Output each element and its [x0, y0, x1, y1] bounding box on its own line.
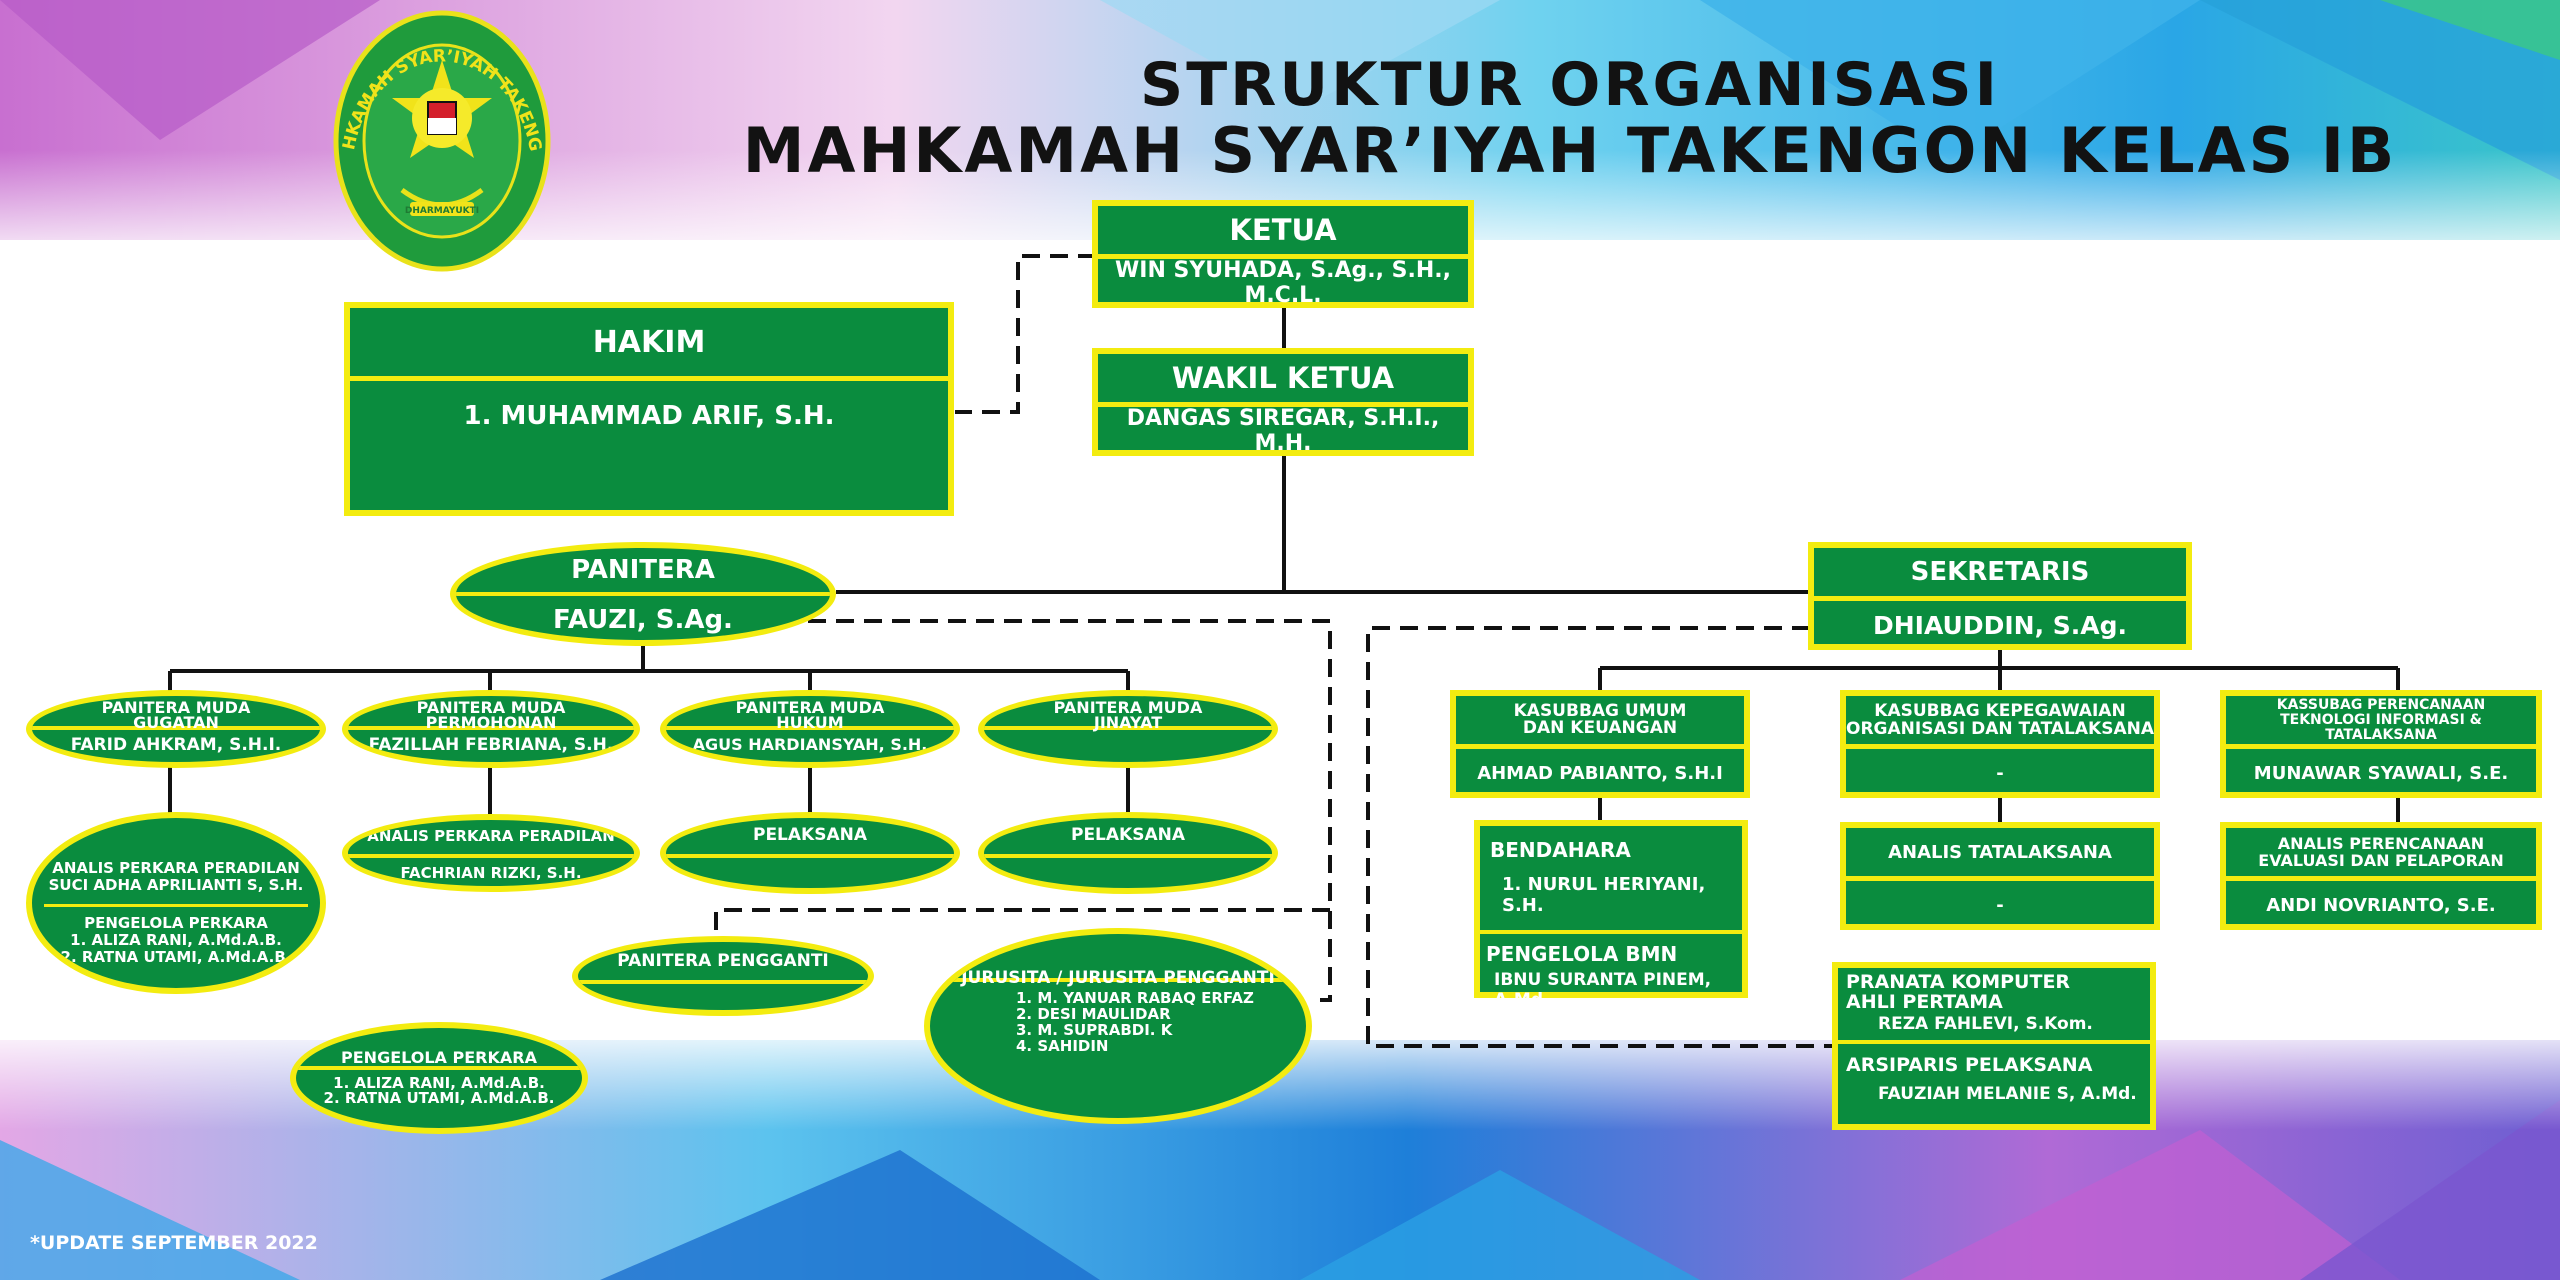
sekretaris-box: SEKRETARIS DHIAUDDIN, S.Ag. — [1808, 542, 2192, 650]
bendahara-name: 1. NURUL HERIYANI, S.H. — [1502, 874, 1706, 916]
kasubbag-perencanaan-name: MUNAWAR SYAWALI, S.E. — [2253, 762, 2509, 784]
panitera-pengganti-title: PANITERA PENGGANTI — [578, 942, 868, 984]
sekretaris-name: DHIAUDDIN, S.Ag. — [1872, 610, 2128, 640]
bendahara-box: BENDAHARA 1. NURUL HERIYANI, S.H. PENGEL… — [1474, 820, 1748, 1010]
jurusita-name-2: 2. DESI MAULIDAR — [1016, 1005, 1171, 1023]
pengelola-bmn-title: PENGELOLA BMN — [1486, 942, 1678, 966]
kasubbag-kepegawaian-name: - — [1996, 762, 2004, 784]
panitera-title: PANITERA — [456, 548, 830, 596]
pm-hukum-name: AGUS HARDIANSYAH, S.H. — [692, 735, 928, 754]
pranata-komputer-title: PRANATA KOMPUTER AHLI PERTAMA — [1846, 971, 2071, 1013]
wakil-ketua-title: WAKIL KETUA — [1098, 354, 1468, 407]
pm-permohonan-title: PANITERA MUDA PERMOHONAN — [348, 696, 634, 731]
hakim-box: HAKIM 1. MUHAMMAD ARIF, S.H. — [344, 302, 954, 516]
kasubbag-umum-name: AHMAD PABIANTO, S.H.I — [1477, 762, 1723, 784]
pranata-komputer-name: REZA FAHLEVI, S.Kom. — [1878, 1014, 2093, 1034]
kasubbag-perencanaan-box: KASSUBAG PERENCANAAN TEKNOLOGI INFORMASI… — [2220, 690, 2542, 798]
sekretaris-title: SEKRETARIS — [1814, 548, 2186, 601]
arsiparis-name: FAUZIAH MELANIE S, A.Md. — [1878, 1084, 2137, 1104]
jurusita-name-4: 4. SAHIDIN — [1016, 1037, 1109, 1055]
jurusita-name-1: 1. M. YANUAR RABAQ ERFAZ — [1016, 989, 1254, 1007]
pm-gugatan-oval: PANITERA MUDA GUGATAN FARID AHKRAM, S.H.… — [26, 690, 326, 768]
pm-gugatan-name: FARID AHKRAM, S.H.I. — [70, 735, 282, 755]
pengelola-perkara-name-1: 1. ALIZA RANI, A.Md.A.B. — [333, 1074, 545, 1092]
logo-motto: DHARMAYUKTI — [405, 206, 479, 216]
pengelola-perkara-title-1: PENGELOLA PERKARA — [84, 914, 268, 932]
analis-tatalaksana-title: ANALIS TATALAKSANA — [1846, 828, 2154, 881]
page-title-line-1: STRUKTUR ORGANISASI — [1140, 50, 2000, 120]
pm-jinayat-title: PANITERA MUDA JINAYAT — [984, 696, 1272, 731]
arsiparis-title: ARSIPARIS PELAKSANA — [1846, 1054, 2093, 1076]
pelaksana-hukum-title: PELAKSANA — [666, 818, 954, 858]
pm-jinayat-name — [984, 730, 1272, 760]
pm-permohonan-oval: PANITERA MUDA PERMOHONAN FAZILLAH FEBRIA… — [342, 690, 640, 768]
pm-gugatan-title: PANITERA MUDA GUGATAN — [32, 696, 320, 731]
panitera-name: FAUZI, S.Ag. — [553, 605, 733, 635]
ketua-title: KETUA — [1098, 206, 1468, 259]
pengelola-perkara-name-1a: 1. ALIZA RANI, A.Md.A.B. — [70, 931, 282, 949]
analis-perencanaan-name: ANDI NOVRIANTO, S.E. — [2266, 894, 2496, 916]
pengelola-bmn-name: IBNU SURANTA PINEM, A.Md. — [1494, 970, 1712, 1010]
jurusita-title: JURUSITA / JURUSITA PENGGANTI — [930, 934, 1306, 988]
analis-permohonan-title: ANALIS PERKARA PERADILAN — [348, 820, 634, 858]
pm-hukum-title: PANITERA MUDA HUKUM — [666, 696, 954, 731]
kasubbag-kepegawaian-title: KASUBBAG KEPEGAWAIAN ORGANISASI DAN TATA… — [1846, 696, 2154, 749]
connector-lines — [168, 306, 2400, 822]
update-note: *UPDATE SEPTEMBER 2022 — [30, 1232, 318, 1254]
pengelola-perkara-name-2: 2. RATNA UTAMI, A.Md.A.B. — [323, 1089, 555, 1107]
pm-jinayat-oval: PANITERA MUDA JINAYAT — [978, 690, 1278, 768]
analis-perencanaan-box: ANALIS PERENCANAAN EVALUASI DAN PELAPORA… — [2220, 822, 2542, 930]
analis-permohonan-oval: ANALIS PERKARA PERADILAN FACHRIAN RIZKI,… — [342, 814, 640, 892]
pm-permohonan-name: FAZILLAH FEBRIANA, S.H. — [368, 735, 614, 755]
analis-tatalaksana-name: - — [1996, 894, 2004, 916]
analis-gugatan-title: ANALIS PERKARA PERADILAN — [52, 859, 300, 877]
kasubbag-kepegawaian-box: KASUBBAG KEPEGAWAIAN ORGANISASI DAN TATA… — [1840, 690, 2160, 798]
hakim-title: HAKIM — [350, 308, 948, 381]
pengelola-perkara-title: PENGELOLA PERKARA — [296, 1028, 582, 1070]
wakil-ketua-box: WAKIL KETUA DANGAS SIREGAR, S.H.I., M.H. — [1092, 348, 1474, 456]
kasubbag-perencanaan-title: KASSUBAG PERENCANAAN TEKNOLOGI INFORMASI… — [2226, 696, 2536, 749]
pengelola-perkara-oval: PENGELOLA PERKARA 1. ALIZA RANI, A.Md.A.… — [290, 1022, 588, 1134]
pm-hukum-oval: PANITERA MUDA HUKUM AGUS HARDIANSYAH, S.… — [660, 690, 960, 768]
hakim-name: 1. MUHAMMAD ARIF, S.H. — [463, 401, 835, 431]
analis-tatalaksana-box: ANALIS TATALAKSANA - — [1840, 822, 2160, 930]
kasubbag-umum-title: KASUBBAG UMUM DAN KEUANGAN — [1456, 696, 1744, 749]
wakil-ketua-name: DANGAS SIREGAR, S.H.I., M.H. — [1126, 406, 1440, 456]
analis-permohonan-name: FACHRIAN RIZKI, S.H. — [400, 864, 582, 882]
ketua-name: WIN SYUHADA, S.Ag., S.H., M.C.L. — [1115, 258, 1451, 308]
panitera-oval: PANITERA FAUZI, S.Ag. — [450, 542, 836, 646]
pranata-komputer-box: PRANATA KOMPUTER AHLI PERTAMA REZA FAHLE… — [1832, 962, 2156, 1130]
pelaksana-jinayat-oval: PELAKSANA — [978, 812, 1278, 894]
ketua-box: KETUA WIN SYUHADA, S.Ag., S.H., M.C.L. — [1092, 200, 1474, 308]
dashed-lines — [714, 254, 1832, 1048]
court-emblem-logo: DHARMAYUKTI MAHKAMAH SYAR’IYAH TAKENGON — [332, 10, 551, 272]
analis-gugatan-name: SUCI ADHA APRILIANTI S, S.H. — [48, 876, 304, 894]
jurusita-name-3: 3. M. SUPRABDI. K — [1016, 1021, 1173, 1039]
kasubbag-umum-box: KASUBBAG UMUM DAN KEUANGAN AHMAD PABIANT… — [1450, 690, 1750, 798]
pelaksana-hukum-oval: PELAKSANA — [660, 812, 960, 894]
analis-perencanaan-title: ANALIS PERENCANAAN EVALUASI DAN PELAPORA… — [2226, 828, 2536, 881]
pengelola-perkara-name-1b: 2. RATNA UTAMI, A.Md.A.B. — [60, 948, 292, 966]
analis-gugatan-oval: ANALIS PERKARA PERADILAN SUCI ADHA APRIL… — [26, 812, 326, 994]
jurusita-oval: JURUSITA / JURUSITA PENGGANTI 1. M. YANU… — [924, 928, 1312, 1124]
page-title-line-2: MAHKAMAH SYAR’IYAH TAKENGON KELAS IB — [742, 114, 2398, 187]
panitera-pengganti-oval: PANITERA PENGGANTI — [572, 936, 874, 1016]
pelaksana-jinayat-title: PELAKSANA — [984, 818, 1272, 858]
bendahara-title: BENDAHARA — [1490, 838, 1631, 862]
